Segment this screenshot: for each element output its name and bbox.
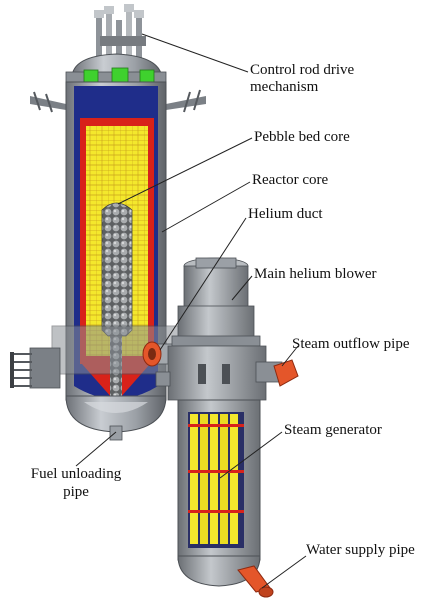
steam-generator-vessel: [155, 257, 299, 598]
steam-generator-tubes: [188, 414, 244, 544]
left-manifold: [10, 347, 61, 389]
label-control-rod-drive-2: mechanism: [250, 79, 319, 95]
label-reactor-core: Reactor core: [252, 172, 329, 188]
side-support-arms: [30, 89, 206, 113]
label-fuel-unloading-2: pipe: [63, 484, 89, 500]
control-rod-drives: [94, 4, 146, 70]
label-control-rod-drive-1: Control rod drive: [250, 62, 355, 78]
leader-lines: [75, 33, 307, 589]
label-helium-duct: Helium duct: [248, 206, 323, 222]
label-main-helium-blower: Main helium blower: [254, 266, 377, 282]
label-fuel-unloading-1: Fuel unloading: [30, 466, 122, 482]
reactor-vessel: [10, 4, 206, 441]
label-steam-generator: Steam generator: [284, 422, 382, 438]
label-pebble-bed-core: Pebble bed core: [254, 129, 350, 145]
label-steam-outflow-pipe: Steam outflow pipe: [292, 336, 410, 352]
label-water-supply-pipe: Water supply pipe: [306, 542, 415, 558]
